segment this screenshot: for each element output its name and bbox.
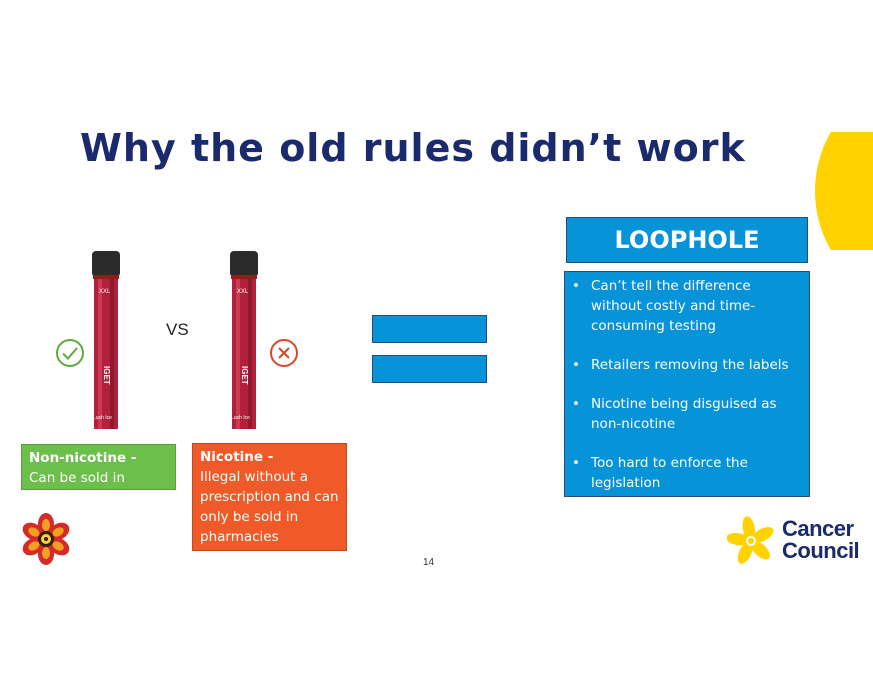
decorative-sun-arc xyxy=(815,132,873,250)
vape-device-right: XXL IGET Lush Ice xyxy=(229,251,259,429)
vs-label: VS xyxy=(166,320,189,339)
cancer-council-wordmark: Cancer Council xyxy=(782,516,860,563)
loophole-item: Too hard to enforce the legislation xyxy=(572,453,805,493)
equals-sign-bar-bottom xyxy=(372,355,487,383)
nicotine-box: Nicotine - Illegal without a prescriptio… xyxy=(192,443,347,551)
vape-brand-label: IGET xyxy=(240,366,249,385)
vape-flavour-label: Lush Ice xyxy=(231,415,250,421)
page-number: 14 xyxy=(423,557,435,568)
loophole-item: Can’t tell the difference without costly… xyxy=(572,276,805,336)
cancer-council-line2: Council xyxy=(782,538,860,563)
loophole-item: Retailers removing the labels xyxy=(572,355,805,375)
vape-device-left: XXL IGET Lush Ice xyxy=(91,251,121,429)
vape-size-label: XXL xyxy=(237,289,249,295)
non-nicotine-text: Can be sold in shops xyxy=(29,470,125,506)
loophole-list: Can’t tell the difference without costly… xyxy=(564,271,810,497)
daffodil-icon xyxy=(726,515,779,567)
cancer-council-line1: Cancer xyxy=(782,516,854,541)
cancer-council-logo: Cancer Council xyxy=(726,515,862,567)
check-circle-icon xyxy=(55,338,85,368)
flower-logo-icon xyxy=(20,513,72,565)
nicotine-text: Illegal without a prescription and can o… xyxy=(200,469,339,545)
loophole-item: Nicotine being disguised as non-nicotine xyxy=(572,394,805,434)
nicotine-lead: Nicotine - xyxy=(200,449,274,465)
vape-brand-label: IGET xyxy=(102,366,111,385)
vape-flavour-label: Lush Ice xyxy=(93,415,112,421)
slide-title: Why the old rules didn’t work xyxy=(80,126,746,170)
equals-sign-bar-top xyxy=(372,315,487,343)
vape-size-label: XXL xyxy=(99,289,111,295)
non-nicotine-lead: Non-nicotine - xyxy=(29,450,137,466)
loophole-header: LOOPHOLE xyxy=(566,217,808,263)
cross-circle-icon xyxy=(269,338,299,368)
non-nicotine-box: Non-nicotine - Can be sold in shops xyxy=(21,444,176,506)
